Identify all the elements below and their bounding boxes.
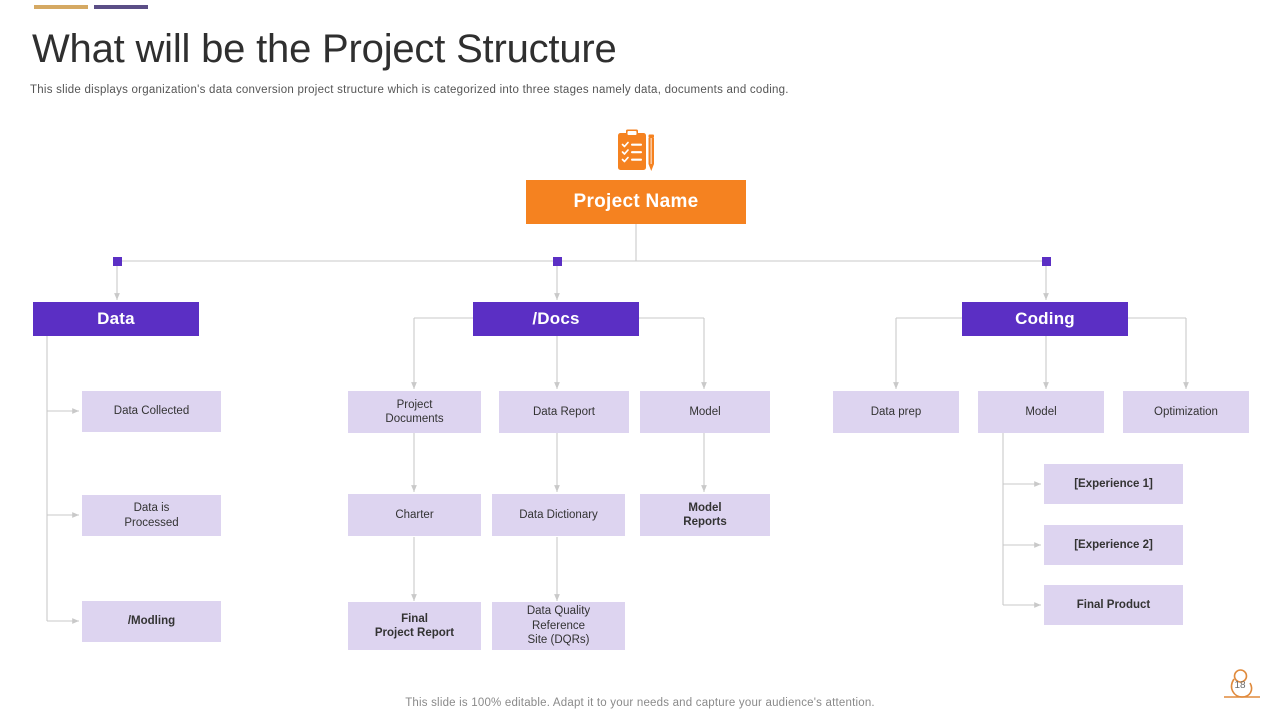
node-data-report[interactable]: Data Report [499,391,629,433]
category-label-data: Data [97,309,135,328]
category-header-data[interactable]: Data [33,302,199,336]
bus-marker-docs [553,257,562,266]
node-model-coding[interactable]: Model [978,391,1104,433]
node-data-prep[interactable]: Data prep [833,391,959,433]
node-model-docs[interactable]: Model [640,391,770,433]
page-number-badge: 18 [1214,666,1266,706]
node-data-dictionary[interactable]: Data Dictionary [492,494,625,536]
node-final-product[interactable]: Final Product [1044,585,1183,625]
accent-bar-purple [94,5,148,9]
page-subtitle: This slide displays organization's data … [30,84,789,96]
footer-note: This slide is 100% editable. Adapt it to… [405,697,875,709]
node-experience-2[interactable]: [Experience 2] [1044,525,1183,565]
node-modling[interactable]: /Modling [82,601,221,642]
bus-marker-coding [1042,257,1051,266]
page-title: What will be the Project Structure [32,27,617,71]
pen-icon [648,134,654,171]
node-data-collected[interactable]: Data Collected [82,391,221,432]
category-label-coding: Coding [1015,309,1075,328]
category-header-docs[interactable]: /Docs [473,302,639,336]
node-optimization[interactable]: Optimization [1123,391,1249,433]
clipboard-checklist-icon [608,120,664,182]
node-charter[interactable]: Charter [348,494,481,536]
root-node-label: Project Name [573,191,699,212]
bus-marker-data [113,257,122,266]
category-header-coding[interactable]: Coding [962,302,1128,336]
category-label-docs: /Docs [532,309,580,328]
node-experience-1[interactable]: [Experience 1] [1044,464,1183,504]
page-number-text: 18 [1234,680,1246,691]
accent-bar-gold [34,5,88,9]
root-node-project-name[interactable]: Project Name [526,180,746,224]
accent-bars [34,5,148,9]
